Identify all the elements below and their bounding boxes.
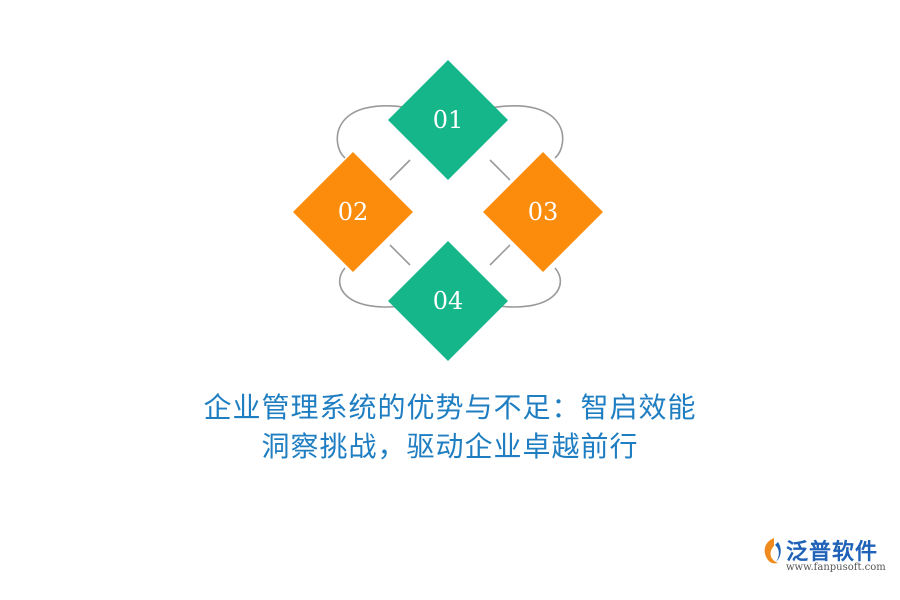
connector-left-loop bbox=[336, 105, 411, 308]
diamond-node-02: 02 bbox=[293, 152, 413, 272]
diamond-label: 02 bbox=[338, 198, 369, 226]
diamond-label: 03 bbox=[528, 198, 559, 226]
title-line-1: 企业管理系统的优势与不足：智启效能 bbox=[203, 391, 697, 424]
diamond-shape bbox=[388, 60, 508, 180]
logo-name: 泛普软件 bbox=[786, 540, 879, 565]
diamond-nodes: 01 02 03 04 bbox=[293, 60, 603, 361]
diamond-node-04: 04 bbox=[388, 241, 508, 361]
diamond-node-01: 01 bbox=[388, 60, 508, 180]
diamond-label: 01 bbox=[433, 106, 464, 134]
title-line-2: 洞察挑战，驱动企业卓越前行 bbox=[261, 430, 639, 463]
connector-loops bbox=[336, 105, 564, 308]
diamond-label: 04 bbox=[433, 287, 464, 315]
fanpu-logo-icon bbox=[764, 538, 781, 564]
logo-url: www.fanpusoft.com bbox=[786, 562, 886, 573]
diamond-shape bbox=[293, 152, 413, 272]
diamond-node-03: 03 bbox=[483, 152, 603, 272]
connector-right-loop bbox=[489, 105, 564, 308]
connector-inner-ring bbox=[389, 159, 511, 266]
diamond-shape bbox=[483, 152, 603, 272]
diamond-shape bbox=[388, 241, 508, 361]
title-text: 企业管理系统的优势与不足：智启效能 洞察挑战，驱动企业卓越前行 bbox=[0, 388, 900, 466]
brand-logo: 泛普软件 www.fanpusoft.com bbox=[760, 532, 888, 580]
